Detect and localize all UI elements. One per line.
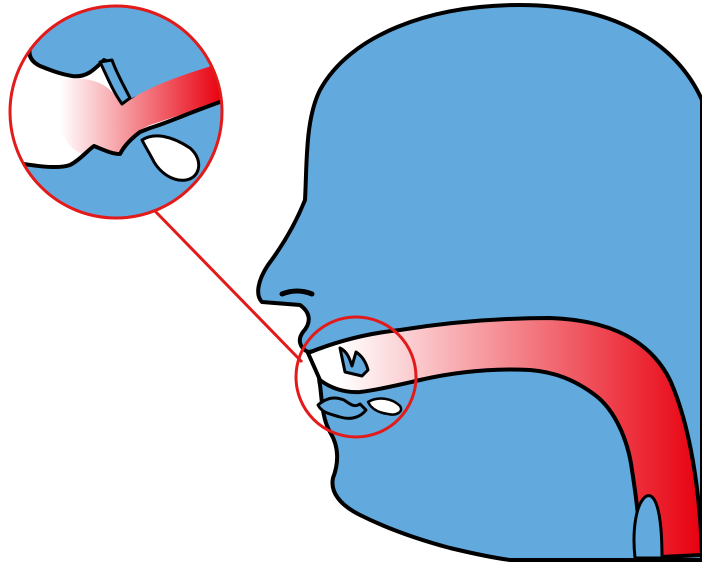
throat-pillar — [634, 496, 662, 558]
magnified-inset — [0, 0, 240, 240]
